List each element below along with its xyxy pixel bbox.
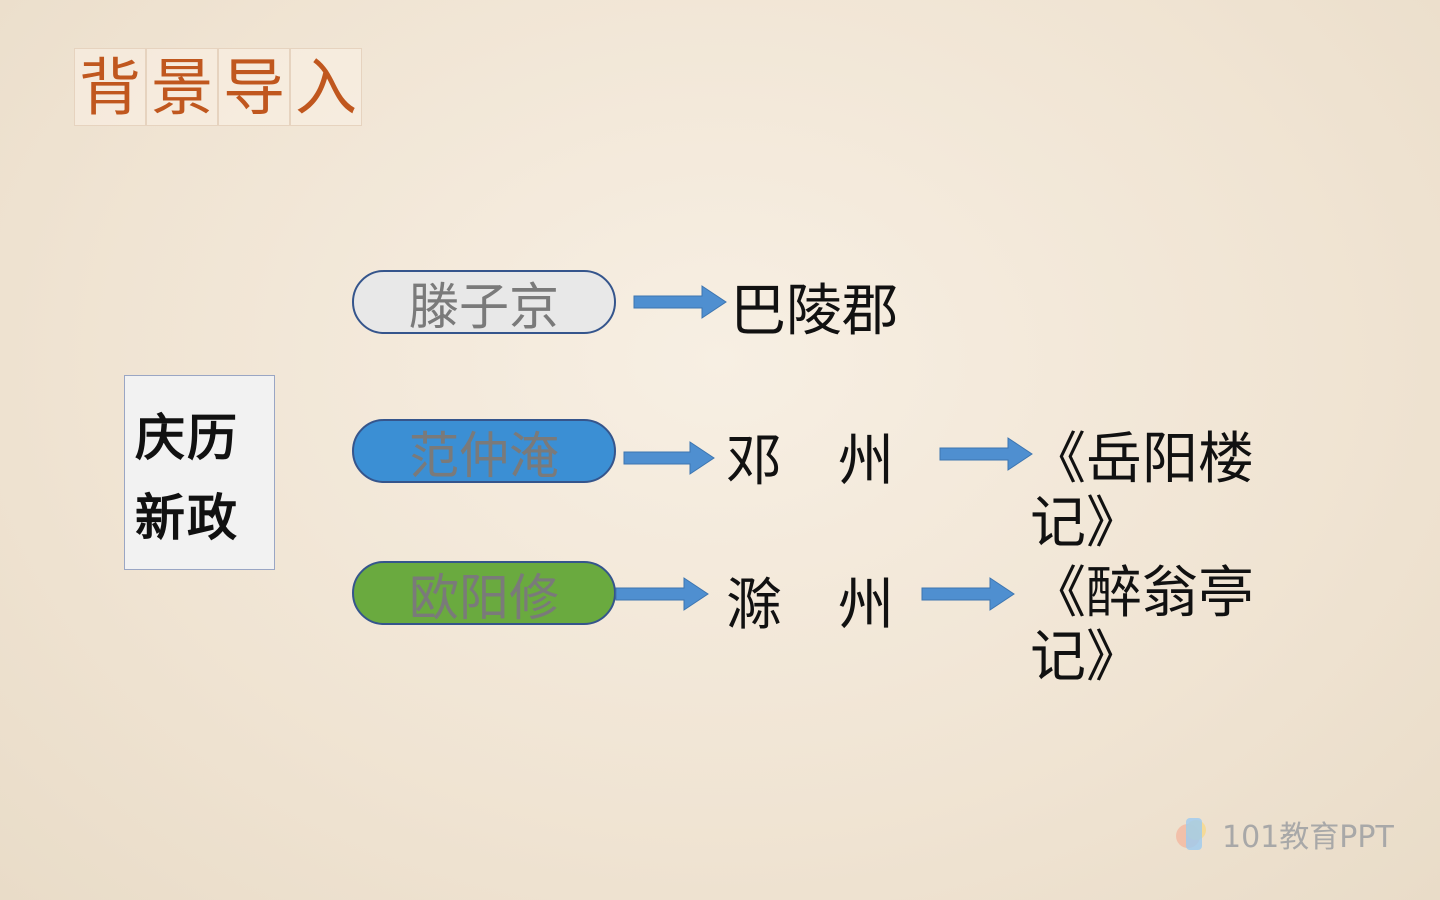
arrow-right-icon xyxy=(633,285,727,319)
arrow-right-icon xyxy=(921,577,1015,611)
box-line-1: 庆历 xyxy=(135,409,239,467)
place-deng-zhou: 邓 州 xyxy=(726,429,894,494)
qingli-reform-box: 庆历 新政 xyxy=(124,375,275,570)
box-line-2: 新政 xyxy=(135,489,239,547)
arrow-right-icon xyxy=(615,577,709,611)
work-yueyang-tower-line2: 记》 xyxy=(1030,491,1142,556)
person-pill-fan-zhongyan: 范仲淹 xyxy=(352,419,616,483)
title-char: 入 xyxy=(290,48,362,126)
arrow-right-icon xyxy=(939,437,1033,471)
work-yueyang-tower-line1: 《岳阳楼 xyxy=(1030,427,1254,492)
place-chu-zhou: 滁 州 xyxy=(726,573,894,638)
watermark-text: 101教育PPT xyxy=(1222,820,1394,855)
place-ba-ling: 巴陵郡 xyxy=(730,279,898,344)
watermark: 101教育PPT xyxy=(1172,812,1394,856)
work-zuiweng-pavilion-line1: 《醉翁亭 xyxy=(1030,561,1254,626)
work-zuiweng-pavilion-line2: 记》 xyxy=(1030,625,1142,690)
person-pill-ouyang-xiu: 欧阳修 xyxy=(352,561,616,625)
person-pill-teng-zijing: 滕子京 xyxy=(352,270,616,334)
title-char: 景 xyxy=(146,48,218,126)
brand-logo-icon xyxy=(1176,818,1206,850)
page-title: 背 景 导 入 xyxy=(74,48,362,126)
title-char: 背 xyxy=(74,48,146,126)
arrow-right-icon xyxy=(623,441,715,475)
title-char: 导 xyxy=(218,48,290,126)
